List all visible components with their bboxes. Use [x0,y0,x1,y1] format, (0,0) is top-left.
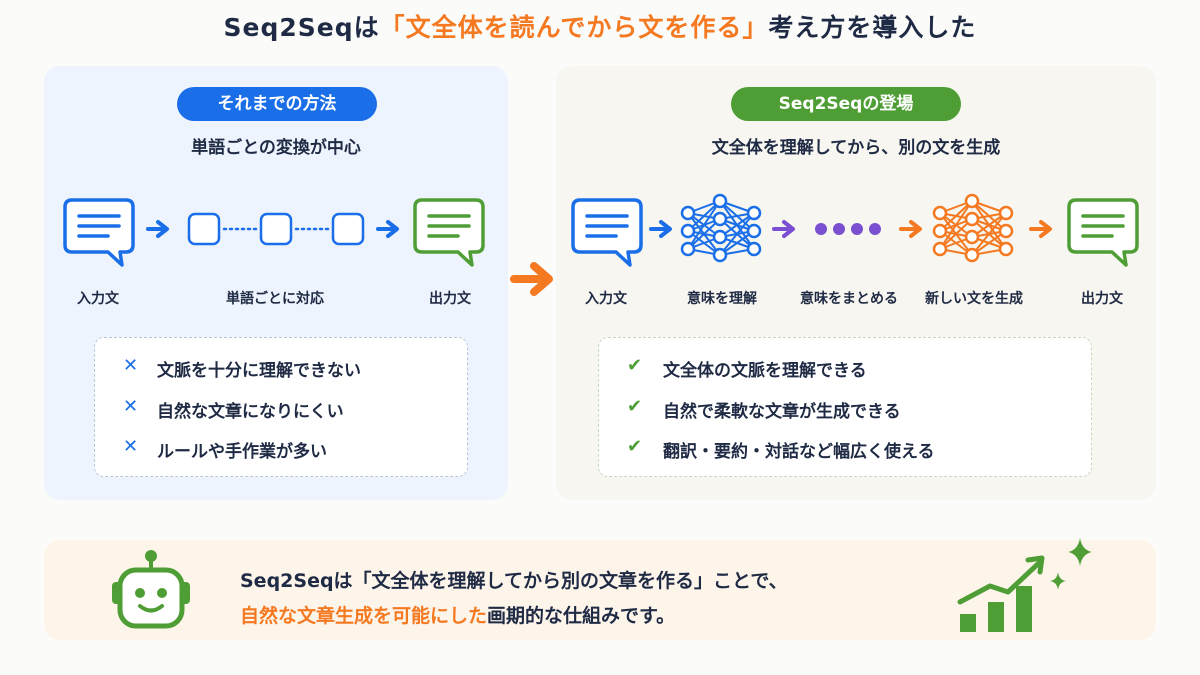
arrow-right-icon [772,220,795,238]
right-generate-label: 新しい文を生成 [925,291,1023,307]
robot-icon [112,550,190,629]
title-suffix: 考え方を導入した [768,13,977,42]
left-badge: それまでの方法 [177,87,377,121]
right-output-label: 出力文 [1081,291,1123,307]
right-points-box [598,337,1092,477]
sparkle-icon [1050,572,1066,590]
right-point-2: 自然で柔軟な文章が生成できる [663,402,901,422]
neural-network-icon [680,193,762,263]
arrow-right-icon [376,220,399,238]
right-understand-label: 意味を理解 [687,291,757,307]
x-mark-icon: ✕ [123,355,139,376]
title-prefix: Seq2Seqは [223,13,380,42]
input-speech-bubble-icon [571,198,643,267]
x-mark-icon: ✕ [123,436,139,457]
left-point-3: ルールや手作業が多い [157,442,327,462]
summary-highlight: 自然な文章生成を可能にした [240,605,488,627]
arrow-right-icon [649,220,672,238]
x-mark-icon: ✕ [123,396,139,417]
right-summarize-label: 意味をまとめる [800,291,898,307]
page-title: Seq2Seqは「文全体を読んでから文を作る」考え方を導入した [0,8,1200,44]
dots-icon [815,223,881,235]
check-mark-icon: ✔ [627,355,643,376]
check-mark-icon: ✔ [627,436,643,457]
summary-line-2: 自然な文章生成を可能にした画期的な仕組みです。 [240,601,675,628]
right-subtitle: 文全体を理解してから、別の文を生成 [711,138,1001,158]
left-output-label: 出力文 [429,291,471,307]
output-speech-bubble-icon [1067,198,1139,267]
right-point-3: 翻訳・要約・対話など幅広く使える [663,442,935,462]
left-points-box [94,337,468,477]
summary-rest: 画期的な仕組みです。 [487,605,676,627]
right-badge: Seq2Seqの登場 [731,87,961,121]
left-subtitle: 単語ごとの変換が中心 [191,138,361,158]
summary-line-1: Seq2Seqは「文全体を理解してから別の文章を作る」ことで、 [240,570,788,592]
output-speech-bubble-icon [413,198,485,267]
input-speech-bubble-icon [63,198,135,267]
arrow-right-icon [146,220,169,238]
neural-network-icon [932,193,1014,263]
title-highlight: 「文全体を読んでから文を作る」 [379,13,769,42]
sparkle-icon [1068,538,1092,566]
right-input-label: 入力文 [585,291,627,307]
left-input-label: 入力文 [77,291,119,307]
right-point-1: 文全体の文脈を理解できる [663,361,867,381]
word-mapping-icon [187,212,365,246]
left-middle-label: 単語ごとに対応 [226,291,324,307]
left-point-1: 文脈を十分に理解できない [157,361,361,381]
left-point-2: 自然な文章になりにくい [157,402,344,422]
check-mark-icon: ✔ [627,396,643,417]
growth-chart-icon [957,538,1092,632]
arrow-right-icon [1029,220,1052,238]
transition-arrow-icon [510,262,553,296]
arrow-right-icon [899,220,922,238]
